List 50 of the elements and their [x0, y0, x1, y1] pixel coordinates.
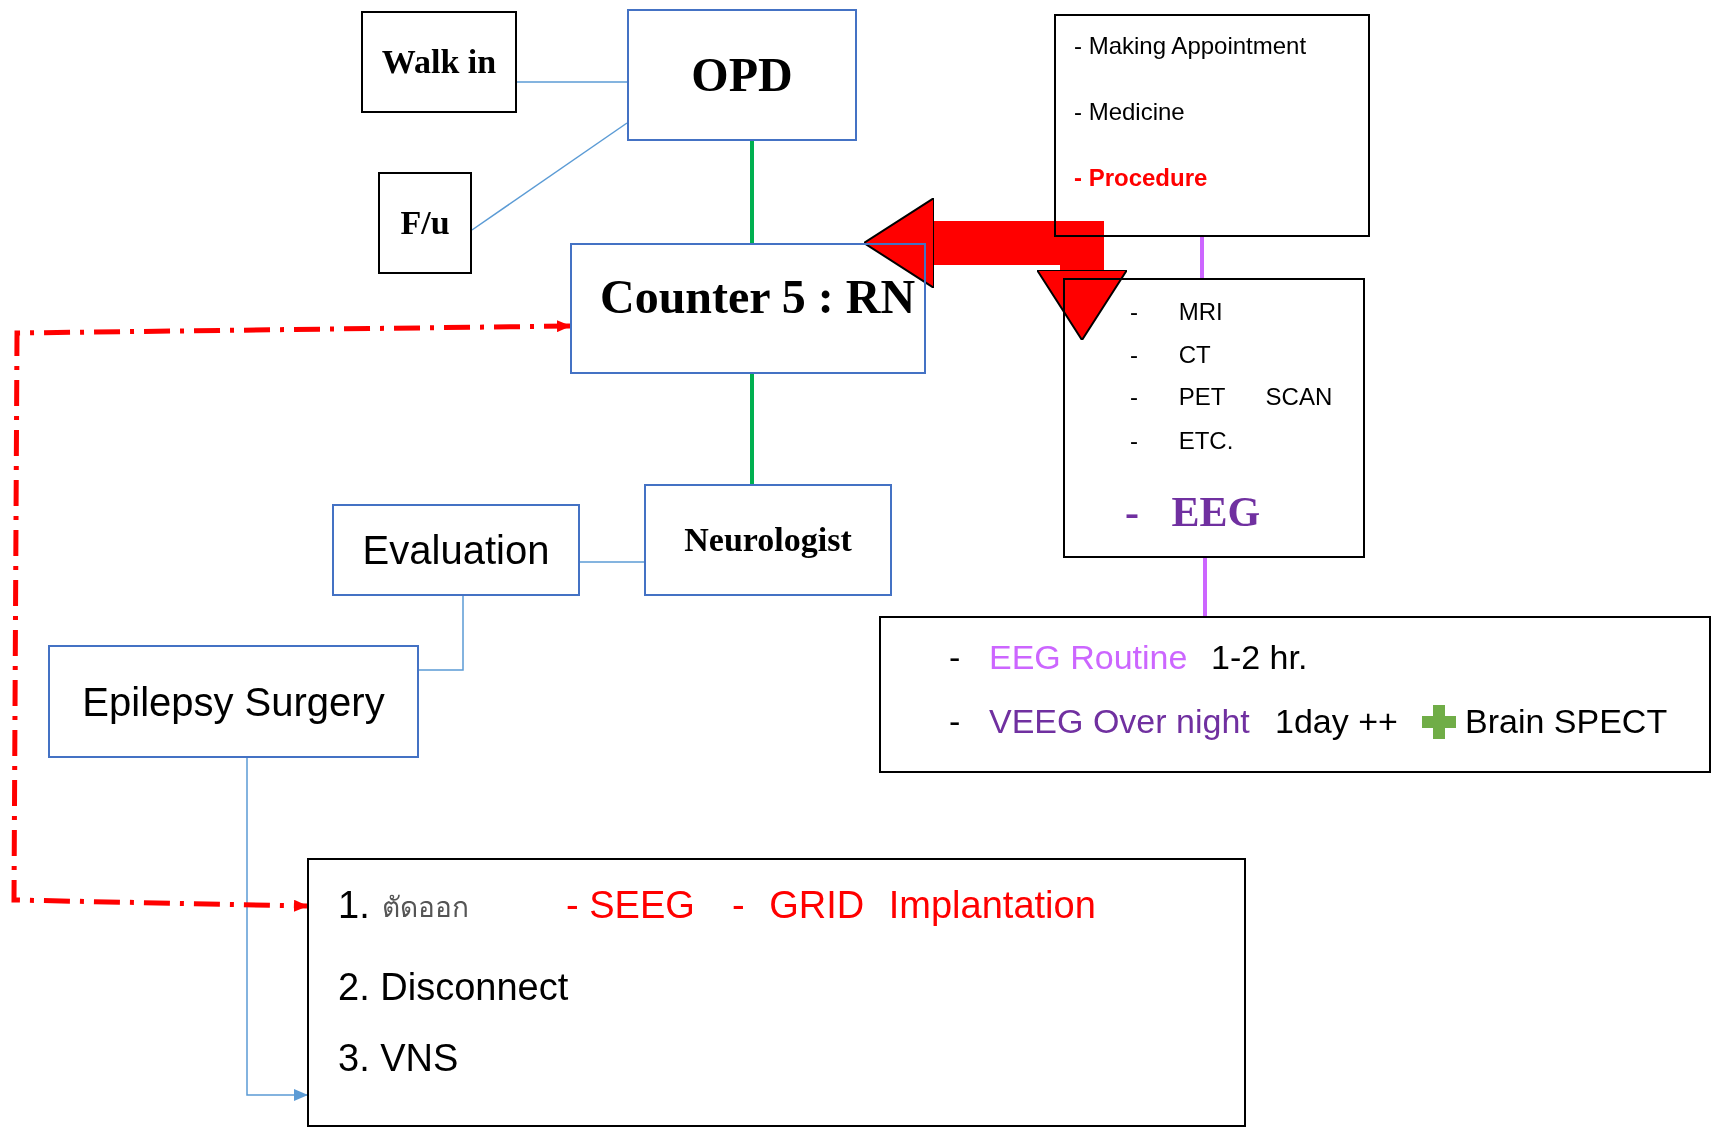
list-item: - GRID Implantation — [732, 884, 1096, 928]
epilepsy-surgery-box — [48, 645, 419, 758]
list-item: - EEG — [1125, 488, 1261, 537]
opd-box — [627, 9, 857, 141]
list-item: 1day ++ — [1275, 702, 1398, 742]
connector-line — [418, 595, 464, 671]
eeg-options-box — [879, 616, 1711, 773]
box-label: Counter 5 : RN — [600, 269, 916, 325]
list-number: 1. — [338, 884, 370, 928]
list-item: EEG Routine — [989, 638, 1188, 678]
connector-line — [750, 374, 754, 484]
counter-box — [570, 243, 926, 374]
list-item: - CT — [1130, 341, 1211, 369]
list-item: - Medicine — [1074, 98, 1185, 126]
list-item: - Making Appointment — [1074, 32, 1307, 60]
list-item: - Procedure — [1074, 164, 1208, 192]
dashed-arrow — [11, 320, 571, 912]
list-item: - PET SCAN — [1130, 383, 1333, 411]
arrow — [246, 757, 308, 1101]
connector-line — [579, 561, 645, 563]
list-item: VEEG Over night — [989, 702, 1250, 742]
box-label: Walk in — [381, 42, 497, 82]
connector-line — [1200, 237, 1204, 278]
connector-line — [516, 81, 628, 83]
connector-line — [750, 141, 754, 243]
list-item: ตัดออก — [382, 892, 469, 925]
list-bullet: - — [949, 638, 961, 678]
list-item: - MRI — [1130, 298, 1223, 326]
follow-up-box — [378, 172, 472, 274]
connector-line — [471, 122, 628, 231]
box-label: OPD — [691, 47, 793, 103]
list-item: Brain SPECT — [1465, 702, 1668, 742]
box-label: F/u — [400, 203, 450, 243]
walk-in-box — [361, 11, 517, 113]
procedure-list-box — [1063, 278, 1365, 558]
treatment-options-box — [307, 858, 1246, 1127]
list-item: 2. Disconnect — [338, 966, 569, 1010]
list-item: 3. VNS — [338, 1037, 459, 1081]
service-list-box — [1054, 14, 1370, 237]
box-label: Evaluation — [362, 527, 550, 573]
box-label: Neurologist — [684, 520, 852, 560]
connector-line — [1203, 558, 1207, 616]
box-label: Epilepsy Surgery — [82, 678, 385, 725]
list-item: - SEEG — [566, 884, 695, 928]
evaluation-box — [332, 504, 580, 596]
list-item: - ETC. — [1130, 427, 1234, 455]
list-bullet: - — [949, 702, 961, 742]
list-item: 1-2 hr. — [1211, 638, 1308, 678]
neurologist-box — [644, 484, 892, 596]
double-arrow — [863, 197, 1128, 341]
